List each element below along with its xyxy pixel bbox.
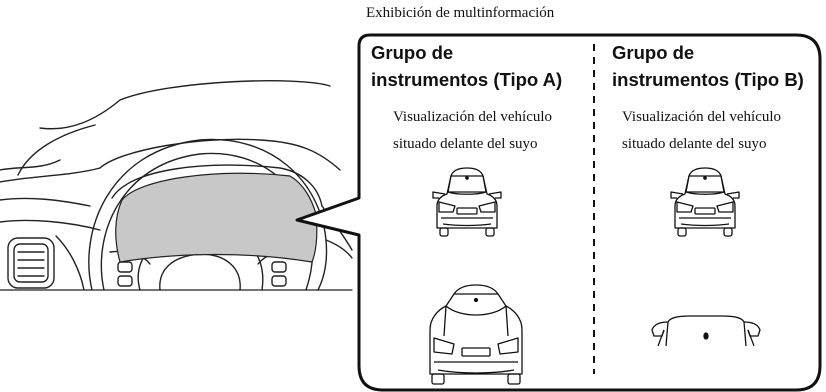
group-title-a-line2: instrumentos (Tipo A) — [371, 69, 563, 90]
group-title-b-line1: Grupo de — [612, 42, 695, 63]
desc-b-line2: situado delante del suyo — [622, 136, 767, 152]
car-hood-b — [651, 315, 761, 347]
desc-b: Visualización del vehículo situado delan… — [622, 104, 781, 158]
desc-a-line1: Visualización del vehículo — [393, 109, 553, 125]
desc-b-line1: Visualización del vehículo — [622, 109, 782, 125]
group-title-b-line2: instrumentos (Tipo B) — [612, 69, 804, 90]
caption: Exhibición de multinformación — [366, 5, 555, 21]
group-title-b: Grupo de instrumentos (Tipo B) — [612, 39, 804, 93]
display-highlight — [115, 172, 318, 263]
group-title-a-line1: Grupo de — [371, 42, 454, 63]
desc-a-line2: situado delante del suyo — [393, 136, 538, 152]
group-title-a: Grupo de instrumentos (Tipo A) — [371, 39, 562, 93]
desc-a: Visualización del vehículo situado delan… — [393, 104, 552, 158]
callout-panel — [295, 33, 822, 392]
car-rear-large-a — [429, 284, 523, 385]
